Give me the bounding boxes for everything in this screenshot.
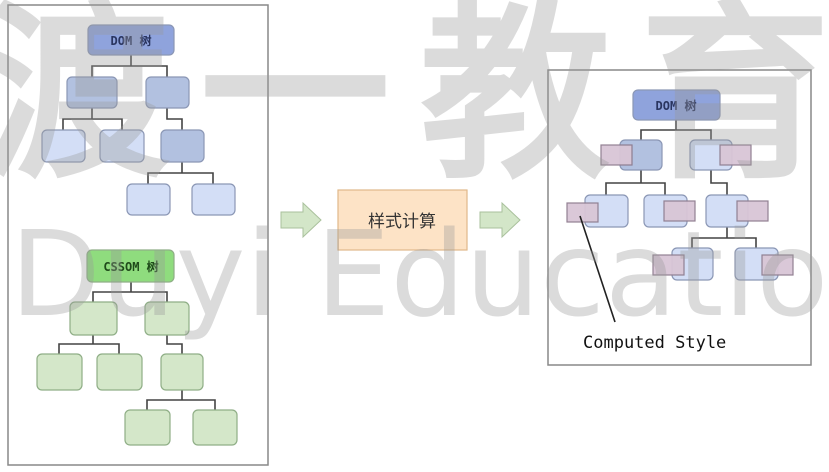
tree-connectors <box>58 55 757 410</box>
computed-style-block <box>663 200 696 222</box>
style-computation-box <box>337 189 468 251</box>
cssom-node <box>124 409 171 446</box>
dom-node <box>126 183 171 216</box>
cssom-node <box>36 353 83 391</box>
annotation-pointer-line <box>579 215 616 323</box>
computed-style-block <box>719 144 752 166</box>
computed-style-block <box>761 254 794 276</box>
cssom-node <box>144 301 190 336</box>
cssom-root-node <box>86 249 175 283</box>
cssom-node <box>192 409 238 446</box>
dom-node <box>66 76 118 109</box>
dom-node <box>160 129 205 163</box>
computed-style-block <box>652 254 685 276</box>
right-panel-frame <box>547 69 812 366</box>
cssom-node <box>160 353 204 391</box>
dom-node <box>41 129 86 163</box>
arrow-right-icon <box>280 201 322 239</box>
dom-tree-label: DOM 树 <box>111 33 152 48</box>
cssom-node <box>69 301 118 336</box>
cssom-tree-label: CSSOM 树 <box>103 259 158 274</box>
computed-style-block <box>736 200 769 222</box>
style-computation-label: 样式计算 <box>368 212 436 232</box>
left-panel-frame <box>7 4 269 466</box>
dom-node <box>99 129 145 163</box>
dom-root-node <box>632 89 721 121</box>
computed-style-block <box>566 202 599 223</box>
computed-style-annotation: Computed Style <box>583 333 726 353</box>
dom-root-node <box>87 24 175 56</box>
dom-node <box>191 183 236 216</box>
dom-node <box>145 76 190 109</box>
computed-style-block <box>600 144 633 166</box>
dom-tree-label: DOM 树 <box>656 98 697 113</box>
cssom-node <box>96 353 143 391</box>
arrow-right-icon <box>479 201 521 239</box>
